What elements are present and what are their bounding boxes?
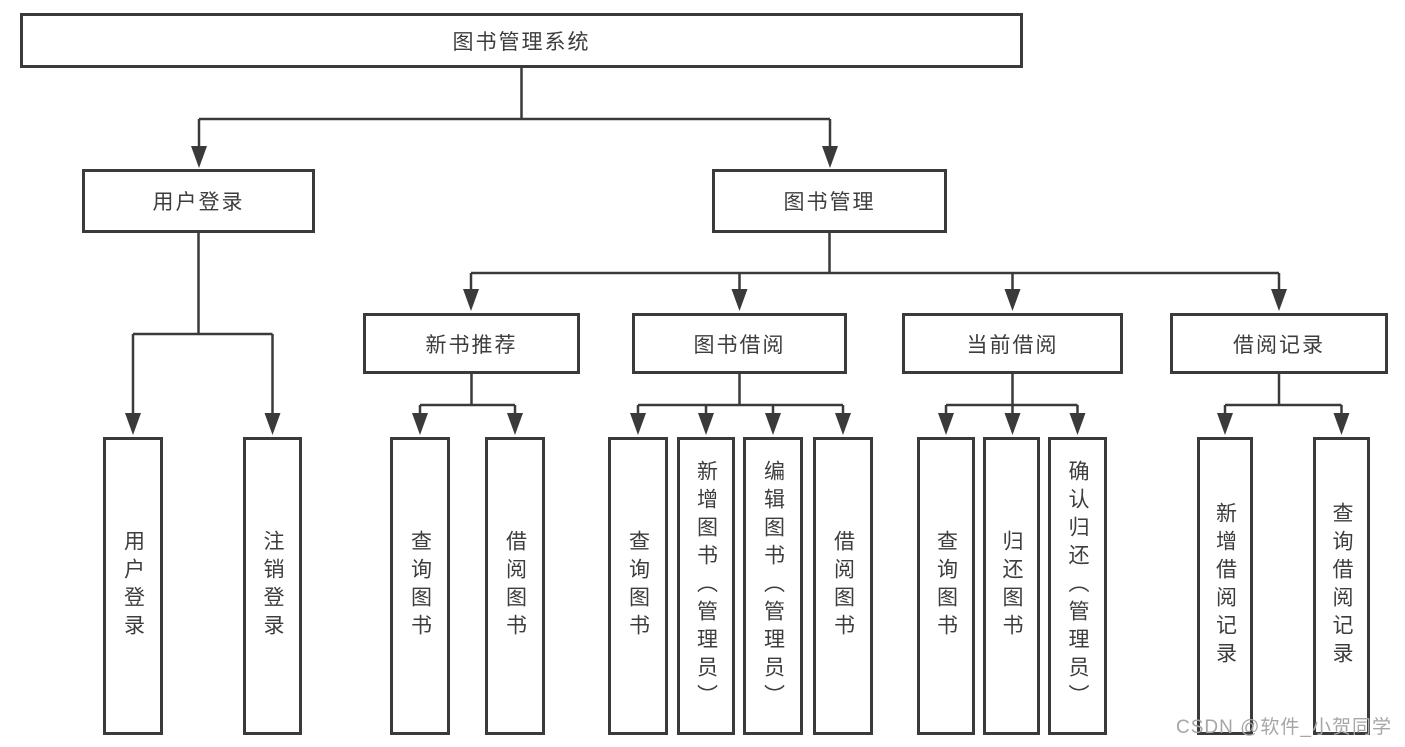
node-label: 查询借阅记录 [1330,502,1353,670]
arrowhead [264,413,281,435]
leaf-confirm-return-admin: 确认归还（管理员） [1048,437,1107,735]
arrowhead [731,289,748,311]
node-new-book-recommend: 新书推荐 [363,313,580,374]
leaf-query-books-1: 查询图书 [390,437,450,735]
arrowhead [463,289,479,311]
node-label: 查询图书 [934,530,958,642]
node-label: 新增借阅记录 [1213,502,1237,670]
node-label: 图书管理系统 [452,30,591,54]
arrowhead [822,146,838,168]
csdn-watermark: CSDN @软件_小贺同学 [1176,717,1392,738]
node-label: 查询图书 [408,530,432,642]
leaf-return-books: 归还图书 [983,437,1040,735]
arrowhead [1004,289,1021,311]
node-borrowing-records: 借阅记录 [1170,313,1388,374]
leaf-borrow-books-2: 借阅图书 [813,437,873,735]
node-book-borrowing: 图书借阅 [632,313,847,374]
arrowhead [630,413,646,435]
node-book-management: 图书管理 [712,169,947,233]
node-user-login: 用户登录 [82,169,315,233]
arrowhead [412,413,428,435]
arrowhead [507,413,523,435]
node-label: 用户登录 [121,530,145,642]
leaf-logout: 注销登录 [243,437,302,735]
node-label: 确认归还（管理员） [1066,460,1089,712]
leaf-borrow-books-1: 借阅图书 [485,437,545,735]
node-label: 借阅图书 [831,530,855,642]
node-label: 借阅图书 [503,530,527,642]
arrowhead [1004,413,1021,435]
leaf-query-books-2: 查询图书 [608,437,668,735]
leaf-user-login: 用户登录 [103,437,163,735]
node-label: 新书推荐 [425,333,518,357]
node-label: 编辑图书（管理员） [761,460,785,712]
node-label: 图书借阅 [693,333,786,357]
arrowhead [835,413,851,435]
node-library-management-system: 图书管理系统 [20,13,1023,68]
leaf-edit-books-admin: 编辑图书（管理员） [743,437,803,735]
node-label: 注销登录 [261,530,284,642]
node-label: 新增图书（管理员） [694,460,718,712]
node-label: 图书管理 [783,191,876,214]
node-label: 归还图书 [1000,530,1023,642]
node-label: 当前借阅 [966,333,1059,357]
arrowhead [1271,289,1287,311]
arrowhead [938,413,954,435]
leaf-add-borrow-record: 新增借阅记录 [1197,437,1253,735]
node-label: 查询图书 [626,530,650,642]
arrowhead [1069,413,1086,435]
node-label: 借阅记录 [1233,333,1325,357]
node-label: 用户登录 [152,191,245,214]
arrowhead [698,413,714,435]
arrowhead [125,413,141,435]
node-current-borrowing: 当前借阅 [902,313,1123,374]
arrowhead [1217,413,1233,435]
leaf-add-books-admin: 新增图书（管理员） [677,437,735,735]
leaf-query-books-3: 查询图书 [917,437,975,735]
arrowhead [191,146,207,168]
arrowhead [765,413,781,435]
arrowhead [1333,413,1350,435]
leaf-query-borrow-record: 查询借阅记录 [1313,437,1370,735]
